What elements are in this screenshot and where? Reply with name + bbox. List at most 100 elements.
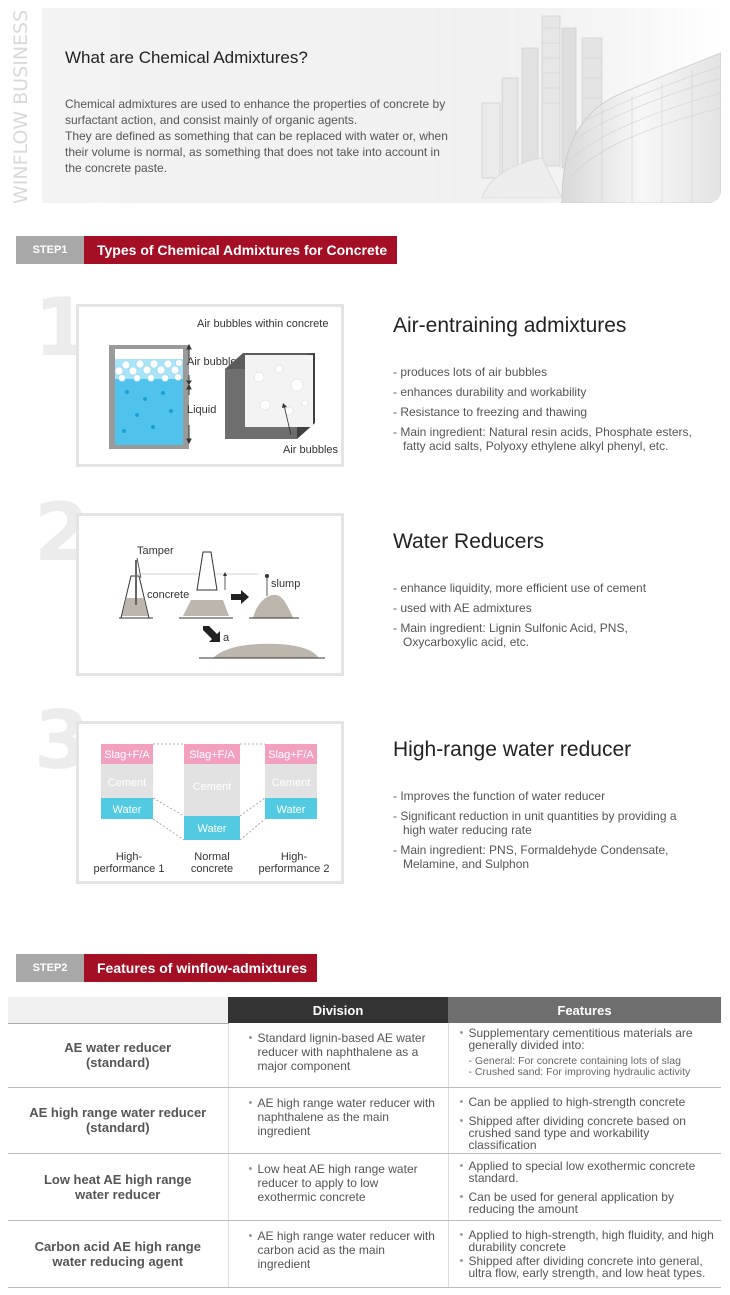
hero-title: What are Chemical Admixtures?: [65, 48, 308, 67]
column-label-3a: High-: [281, 851, 308, 863]
header-blank: [8, 997, 228, 1024]
product-name: AE high range water reducer (standard): [8, 1087, 228, 1154]
division-cell: Low heat AE high range water reducer to …: [227, 1153, 449, 1221]
list-item: - used with AE admixtures: [393, 601, 532, 615]
product-name-line: AE water reducer: [64, 1040, 172, 1055]
admixture-title-2: Water Reducers: [393, 530, 544, 553]
step2-header: STEP2 Features of winflow-admixtures: [16, 954, 318, 982]
air-bubbles-label: Air bubbles: [187, 356, 243, 368]
brand-vertical-text: WINFLOW BUSINESS: [10, 9, 32, 204]
product-name-line: Carbon acid AE high range: [34, 1238, 201, 1254]
admixture-title-1: Air-entraining admixtures: [393, 314, 627, 337]
column-label-2a: Normal: [194, 851, 229, 863]
feature-item: Applied to special low exothermic concre…: [460, 1160, 716, 1184]
table-row: Low heat AE high range water reducer Low…: [8, 1153, 721, 1221]
feature-subitem: - General: For concrete containing lots …: [468, 1055, 681, 1067]
slump-label: slump: [271, 578, 300, 590]
composition-diagram: Slag+F/A Cement Water Slag+F/A Cement Wa…: [94, 743, 330, 875]
slump-test-diagram: Tamper concrete slump a: [119, 545, 325, 659]
slag-label-3: Slag+F/A: [268, 749, 314, 761]
list-item: - produces lots of air bubbles: [393, 365, 548, 379]
features-table: Division Features AE water reducer (stan…: [8, 997, 721, 1288]
product-name-line: AE high range water reducer: [29, 1105, 207, 1120]
table-row: AE high range water reducer (standard) A…: [8, 1087, 721, 1154]
table-header-row: Division Features: [8, 997, 721, 1024]
hero-description: Chemical admixtures are used to enhance …: [65, 96, 450, 176]
tamper-label: Tamper: [137, 545, 174, 557]
hero-banner: What are Chemical Admixtures? Chemical a…: [42, 8, 721, 203]
list-item: - enhances durability and workability: [393, 385, 587, 399]
cube-air-bubbles-label: Air bubbles: [283, 444, 339, 456]
feature-item: Shipped after dividing concrete into gen…: [460, 1255, 716, 1279]
division-text: AE high range water reducer with carbon …: [249, 1229, 440, 1271]
product-name-line: (standard): [85, 1055, 150, 1070]
division-cell: Standard lignin-based AE water reducer w…: [227, 1023, 449, 1088]
product-name-line: Low heat AE high range: [43, 1171, 192, 1187]
air-bubbles-diagram: Air bubbles within concrete Air bubbles …: [109, 318, 339, 456]
cement-label-3: Cement: [272, 777, 311, 789]
illustration-caption: Air bubbles within concrete: [197, 318, 328, 330]
features-cell: Applied to high-strength, high fluidity,…: [448, 1220, 721, 1288]
product-name: Carbon acid AE high range water reducing…: [8, 1220, 228, 1288]
liquid-label: Liquid: [187, 404, 216, 416]
list-item: - Main ingredient: Lignin Sulfonic Acid,…: [393, 621, 628, 649]
product-name: Low heat AE high range water reducer: [8, 1153, 228, 1221]
admixture-list-3: - Improves the function of water reducer…: [393, 789, 693, 877]
feature-item: Can be applied to high-strength concrete: [460, 1096, 716, 1108]
header-division: Division: [228, 997, 448, 1023]
city-buildings-illustration: [422, 8, 721, 203]
list-item: - Main ingredient: Natural resin acids, …: [393, 425, 692, 453]
column-label-1a: High-: [116, 851, 143, 863]
feature-subitem: - Crushed sand: For improving hydraulic …: [468, 1066, 691, 1078]
list-item: - Main ingredient: PNS, Formaldehyde Con…: [393, 843, 669, 871]
features-cell: Applied to special low exothermic concre…: [448, 1153, 721, 1221]
division-text: Low heat AE high range water reducer to …: [249, 1162, 440, 1204]
spread-label: a: [223, 632, 230, 644]
division-text: AE high range water reducer with naphtha…: [249, 1096, 440, 1138]
step1-label: STEP1: [16, 236, 84, 264]
step2-title: Features of winflow-admixtures: [84, 954, 318, 982]
list-item: - Improves the function of water reducer: [393, 789, 606, 803]
admixture-title-3: High-range water reducer: [393, 738, 632, 761]
feature-item: Shipped after dividing concrete based on…: [460, 1115, 716, 1151]
air-entraining-illustration: Air bubbles within concrete Air bubbles …: [76, 304, 344, 467]
slag-label-2: Slag+F/A: [189, 749, 235, 761]
feature-item: Applied to high-strength, high fluidity,…: [460, 1229, 716, 1253]
hero-paragraph-2: They are defined as something that can b…: [65, 129, 448, 175]
column-label-2b: concrete: [191, 863, 233, 875]
table-row: Carbon acid AE high range water reducing…: [8, 1220, 721, 1288]
product-name-line: (standard): [85, 1120, 150, 1135]
cement-label-2: Cement: [193, 781, 232, 793]
water-label-1: Water: [113, 804, 142, 816]
hero-paragraph-1: Chemical admixtures are used to enhance …: [65, 97, 446, 127]
header-features: Features: [448, 997, 721, 1023]
list-item: - Resistance to freezing and thawing: [393, 405, 588, 419]
water-reducer-illustration: Tamper concrete slump a: [76, 513, 344, 676]
features-cell: Can be applied to high-strength concrete…: [448, 1087, 721, 1154]
table-row: AE water reducer (standard) Standard lig…: [8, 1023, 721, 1088]
step1-header: STEP1 Types of Chemical Admixtures for C…: [16, 236, 398, 264]
admixture-list-1: - produces lots of air bubbles - enhance…: [393, 365, 693, 459]
concrete-label: concrete: [147, 589, 189, 601]
product-name-line: water reducer: [75, 1186, 161, 1202]
water-label-2: Water: [198, 823, 227, 835]
feature-item: Supplementary cementitious materials are…: [460, 1027, 716, 1051]
division-text: Standard lignin-based AE water reducer w…: [249, 1031, 440, 1073]
step1-title: Types of Chemical Admixtures for Concret…: [84, 236, 398, 264]
list-item: - enhance liquidity, more efficient use …: [393, 581, 647, 595]
column-label-1b: performance 1: [94, 863, 165, 875]
admixture-list-2: - enhance liquidity, more efficient use …: [393, 581, 693, 655]
product-name: AE water reducer (standard): [8, 1023, 228, 1088]
division-cell: AE high range water reducer with carbon …: [227, 1220, 449, 1288]
water-label-3: Water: [277, 804, 306, 816]
high-range-illustration: Slag+F/A Cement Water Slag+F/A Cement Wa…: [76, 721, 344, 884]
product-name-line: water reducing agent: [52, 1253, 184, 1269]
cement-label-1: Cement: [108, 777, 147, 789]
features-cell: Supplementary cementitious materials are…: [448, 1023, 721, 1088]
column-label-3b: performance 2: [259, 863, 330, 875]
feature-item: Can be used for general application by r…: [460, 1191, 716, 1215]
division-cell: AE high range water reducer with naphtha…: [227, 1087, 449, 1154]
slag-label-1: Slag+F/A: [104, 749, 150, 761]
list-item: - Significant reduction in unit quantiti…: [393, 809, 677, 837]
step2-label: STEP2: [16, 954, 84, 982]
